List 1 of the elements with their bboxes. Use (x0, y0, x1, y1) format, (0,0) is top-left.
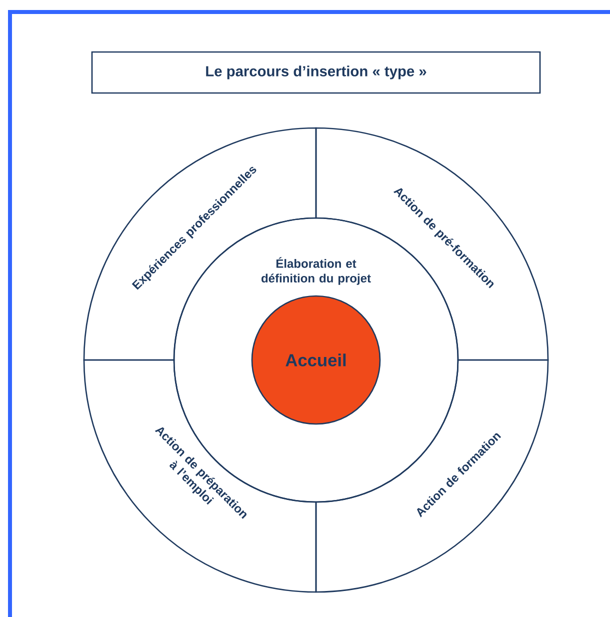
title-box: Le parcours d’insertion « type » (91, 51, 541, 94)
